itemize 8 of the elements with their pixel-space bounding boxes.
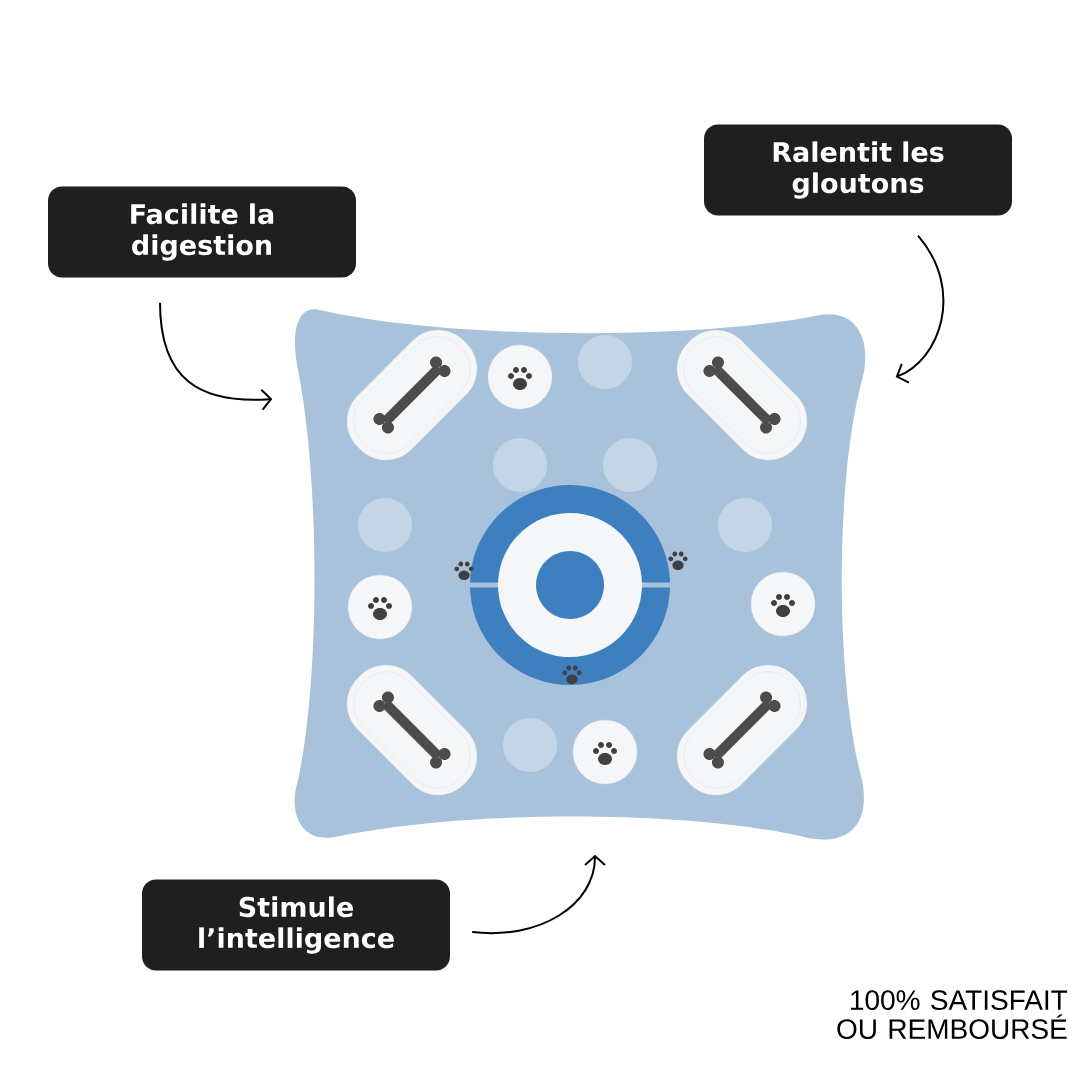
callout-box: Ralentit les gloutons xyxy=(704,124,1012,216)
arrow xyxy=(895,234,945,384)
callout-box: Facilite la digestion xyxy=(48,186,356,278)
guarantee-note: 100% SATISFAIT OU REMBOURSÉ xyxy=(837,990,1068,1040)
arrow xyxy=(471,854,606,935)
puzzle-feeder-drawing xyxy=(294,309,866,840)
arrow xyxy=(159,301,273,411)
callout-box: Stimule l’intelligence xyxy=(142,879,450,971)
